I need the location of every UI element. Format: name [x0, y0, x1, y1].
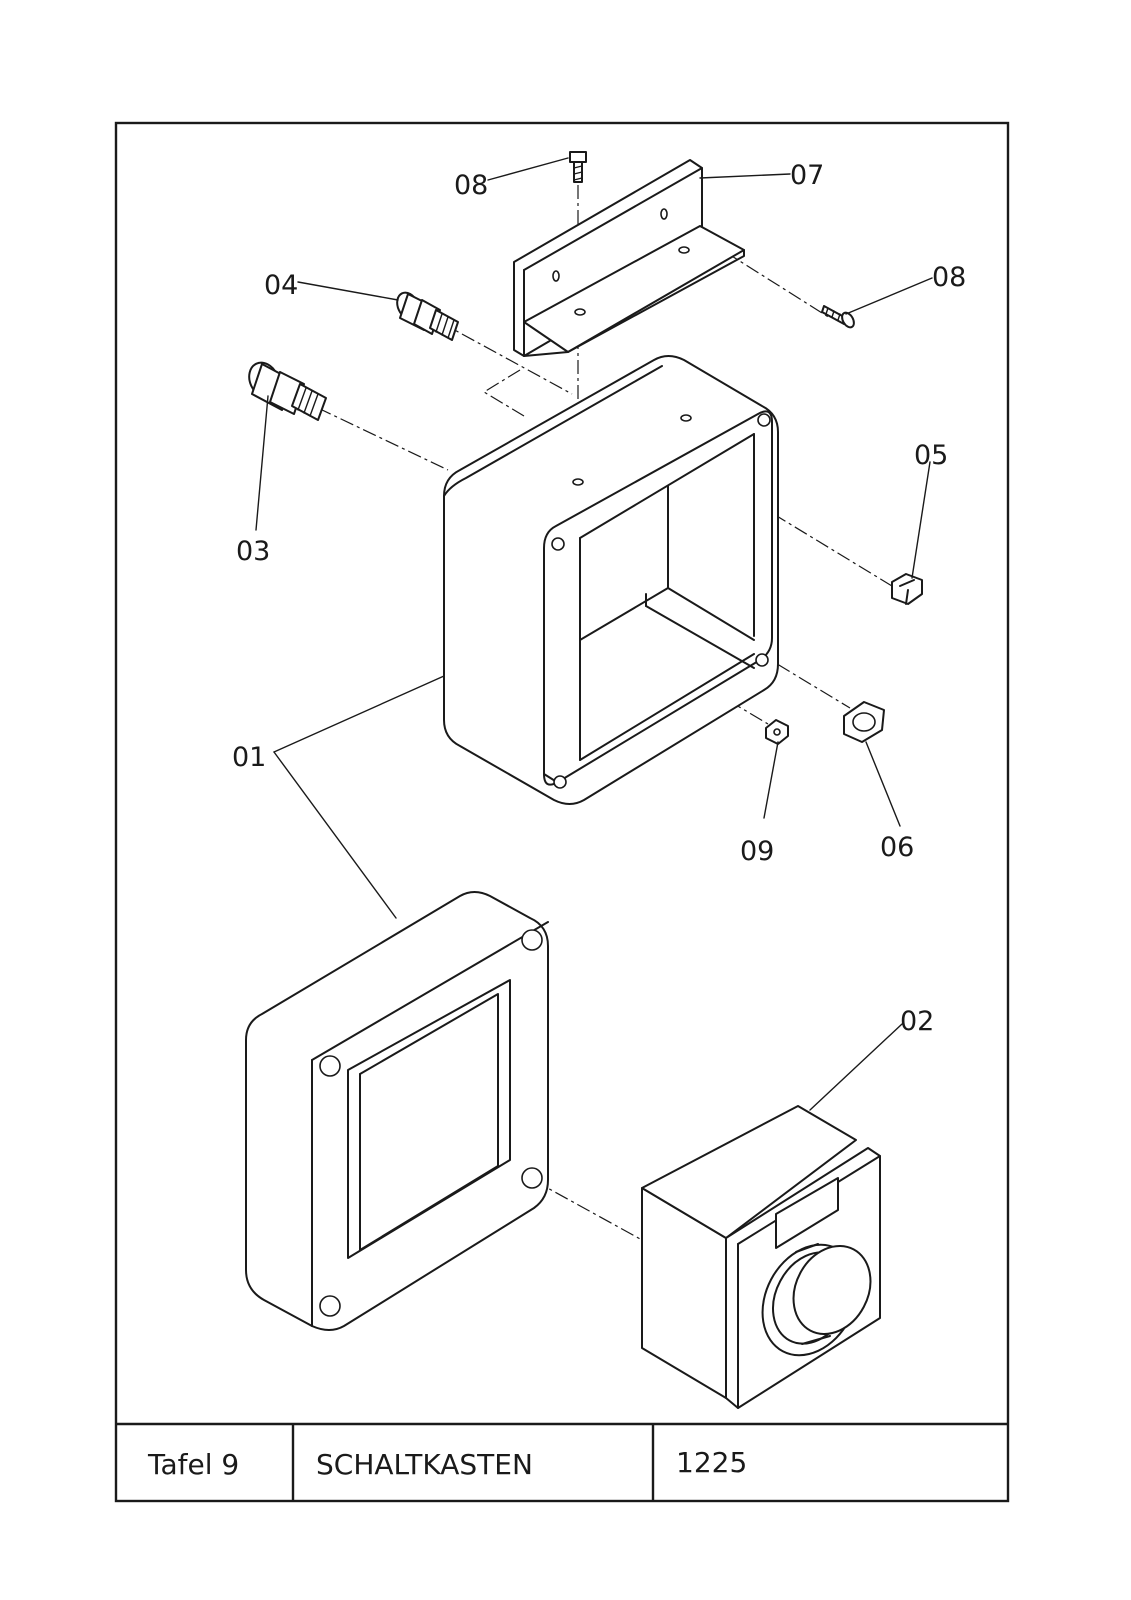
- angle-bracket: [514, 160, 744, 356]
- drawing-number: 1225: [676, 1446, 747, 1479]
- push-button-unit: [642, 1106, 885, 1408]
- housing-body: [444, 356, 778, 804]
- callout-06: 06: [880, 832, 914, 863]
- cable-gland-small: [393, 289, 458, 340]
- callout-04: 04: [264, 270, 298, 301]
- callout-01: 01: [232, 742, 266, 773]
- callout-08-side: 08: [932, 262, 966, 293]
- callout-02: 02: [900, 1006, 934, 1037]
- nut-09: [766, 720, 788, 744]
- housing-lid: [246, 892, 548, 1330]
- cable-gland-large: [244, 358, 326, 420]
- hex-nut-05: [892, 574, 922, 604]
- sheet-label: Tafel 9: [147, 1448, 239, 1481]
- callout-03: 03: [236, 536, 270, 567]
- callout-08-top: 08: [454, 170, 488, 201]
- screw-top: [570, 152, 586, 182]
- callout-09: 09: [740, 836, 774, 867]
- screw-side: [822, 306, 856, 329]
- drawing-title: SCHALTKASTEN: [316, 1448, 533, 1481]
- callout-07: 07: [790, 160, 824, 191]
- title-block: Tafel 9 SCHALTKASTEN 1225: [116, 1424, 1008, 1501]
- callout-05: 05: [914, 440, 948, 471]
